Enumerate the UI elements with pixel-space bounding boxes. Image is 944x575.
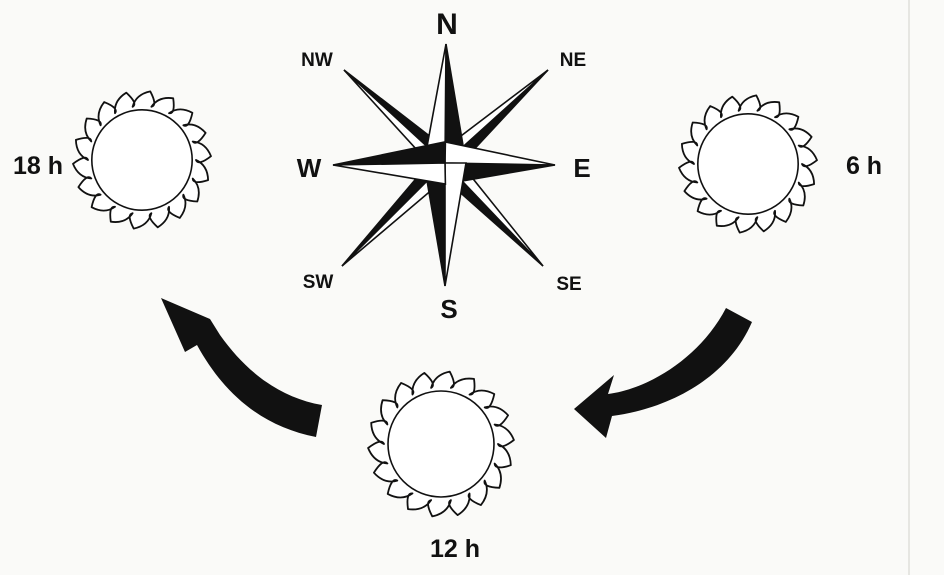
compass-point-e-light — [445, 142, 555, 165]
compass-point-s-light — [445, 163, 466, 286]
compass-label-ne: NE — [560, 50, 586, 71]
time-label-noon: 12 h — [430, 535, 480, 563]
compass-rose — [333, 44, 555, 286]
compass-label-se: SE — [556, 274, 581, 295]
arrow-noon-to-evening — [161, 298, 322, 437]
time-label-morning: 6 h — [846, 152, 882, 180]
compass-label-nw: NW — [301, 50, 333, 71]
arrow-morning-to-noon — [574, 308, 752, 438]
sun-icon-noon — [368, 372, 514, 517]
compass-label-e: E — [573, 153, 590, 183]
compass-point-w-light — [333, 163, 445, 184]
compass-label-w: W — [297, 153, 322, 183]
time-label-evening: 18 h — [13, 152, 63, 180]
sun-disc — [388, 391, 494, 497]
sun-disc — [92, 110, 192, 210]
sun-icon-evening — [73, 91, 211, 228]
compass-label-n: N — [436, 8, 458, 41]
compass-label-s: S — [440, 294, 457, 324]
compass-point-w-dark — [333, 142, 445, 165]
sun-icon-morning — [679, 95, 817, 232]
compass-label-sw: SW — [303, 272, 334, 293]
sun-disc — [698, 114, 798, 214]
